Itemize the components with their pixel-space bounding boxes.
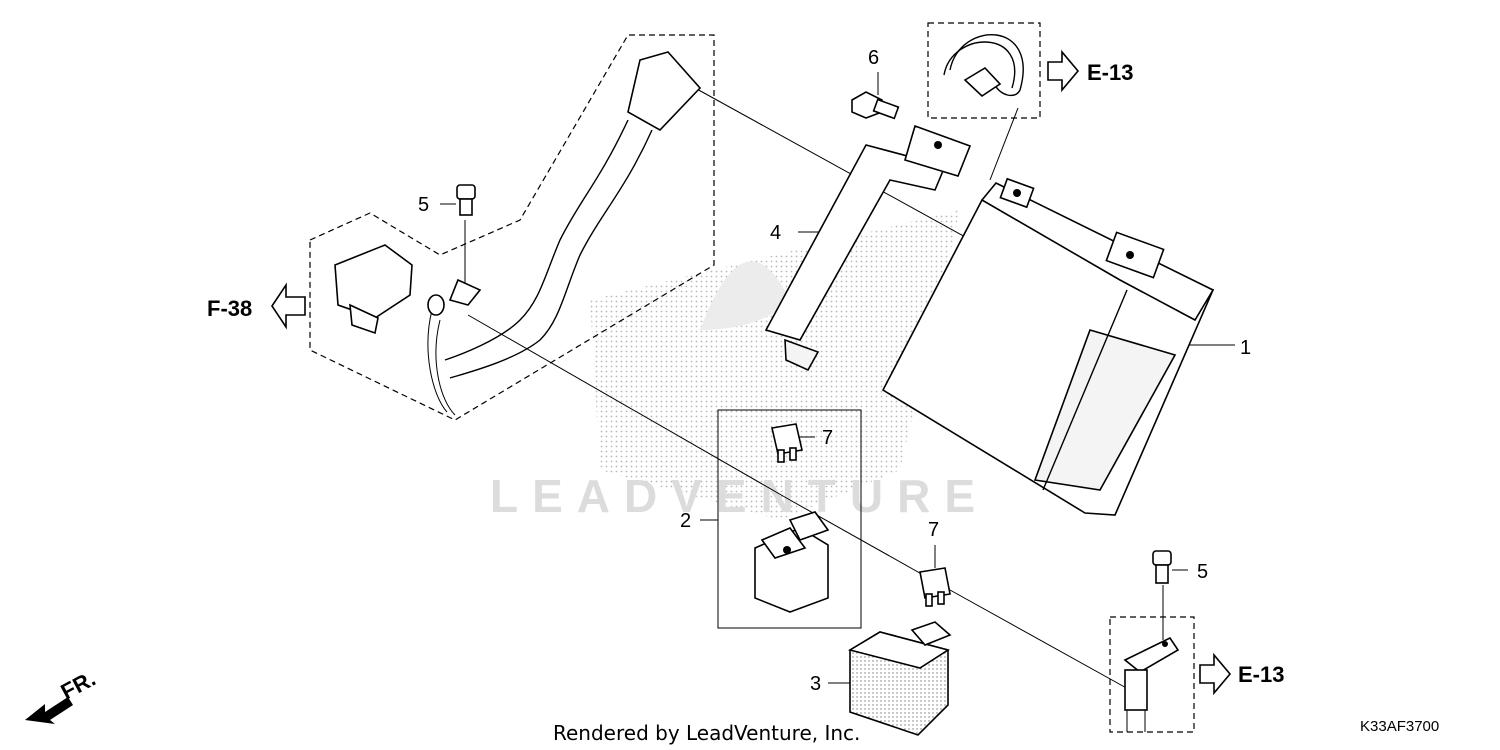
part-number-bolt-lower: 5 xyxy=(1197,561,1208,583)
top-cable-group-outline xyxy=(927,22,1041,119)
connector-cap xyxy=(334,244,413,335)
part-number-bolt-top: 6 xyxy=(868,47,879,69)
battery-cable xyxy=(427,51,702,416)
part-number-fuse-lower: 7 xyxy=(928,519,939,541)
part-number-battery-band: 4 xyxy=(770,222,781,244)
reference-bottom-right: E-13 xyxy=(1238,662,1284,687)
watermark-text: LEADVENTURE xyxy=(490,470,989,522)
fuse-lower xyxy=(919,567,951,607)
bottom-bracket-group-outline xyxy=(1109,616,1195,733)
ref-arrow-left-icon xyxy=(271,282,306,330)
fuse-upper xyxy=(771,423,803,463)
bottom-bracket xyxy=(1123,636,1180,732)
cable-group-outline xyxy=(309,34,715,421)
relay-cover xyxy=(847,621,952,736)
battery-band xyxy=(764,124,972,372)
bolt-upper xyxy=(456,184,476,216)
footer-credit: Rendered by LeadVenture, Inc. xyxy=(553,721,860,745)
bolt-top xyxy=(851,91,900,120)
relay-group-outline xyxy=(717,409,862,629)
bolt-lower xyxy=(1152,550,1172,584)
reference-top-right: E-13 xyxy=(1087,60,1133,85)
top-cable xyxy=(943,34,1024,98)
part-number-relay: 2 xyxy=(680,510,691,532)
diagram-code: K33AF3700 xyxy=(1360,718,1439,735)
part-number-battery: 1 xyxy=(1240,337,1251,359)
reference-left: F-38 xyxy=(207,296,252,321)
ref-arrow-bottom-right-icon xyxy=(1199,652,1232,696)
part-number-relay-cover: 3 xyxy=(810,673,821,695)
relay xyxy=(754,511,830,613)
ref-arrow-top-right-icon xyxy=(1047,49,1080,93)
part-number-fuse-upper: 7 xyxy=(822,427,833,449)
front-direction-arrow-icon xyxy=(25,697,73,724)
battery xyxy=(881,177,1215,516)
part-number-bolt-upper: 5 xyxy=(418,194,429,216)
watermark-wing xyxy=(590,210,960,520)
direction-label: FR. xyxy=(57,666,100,705)
